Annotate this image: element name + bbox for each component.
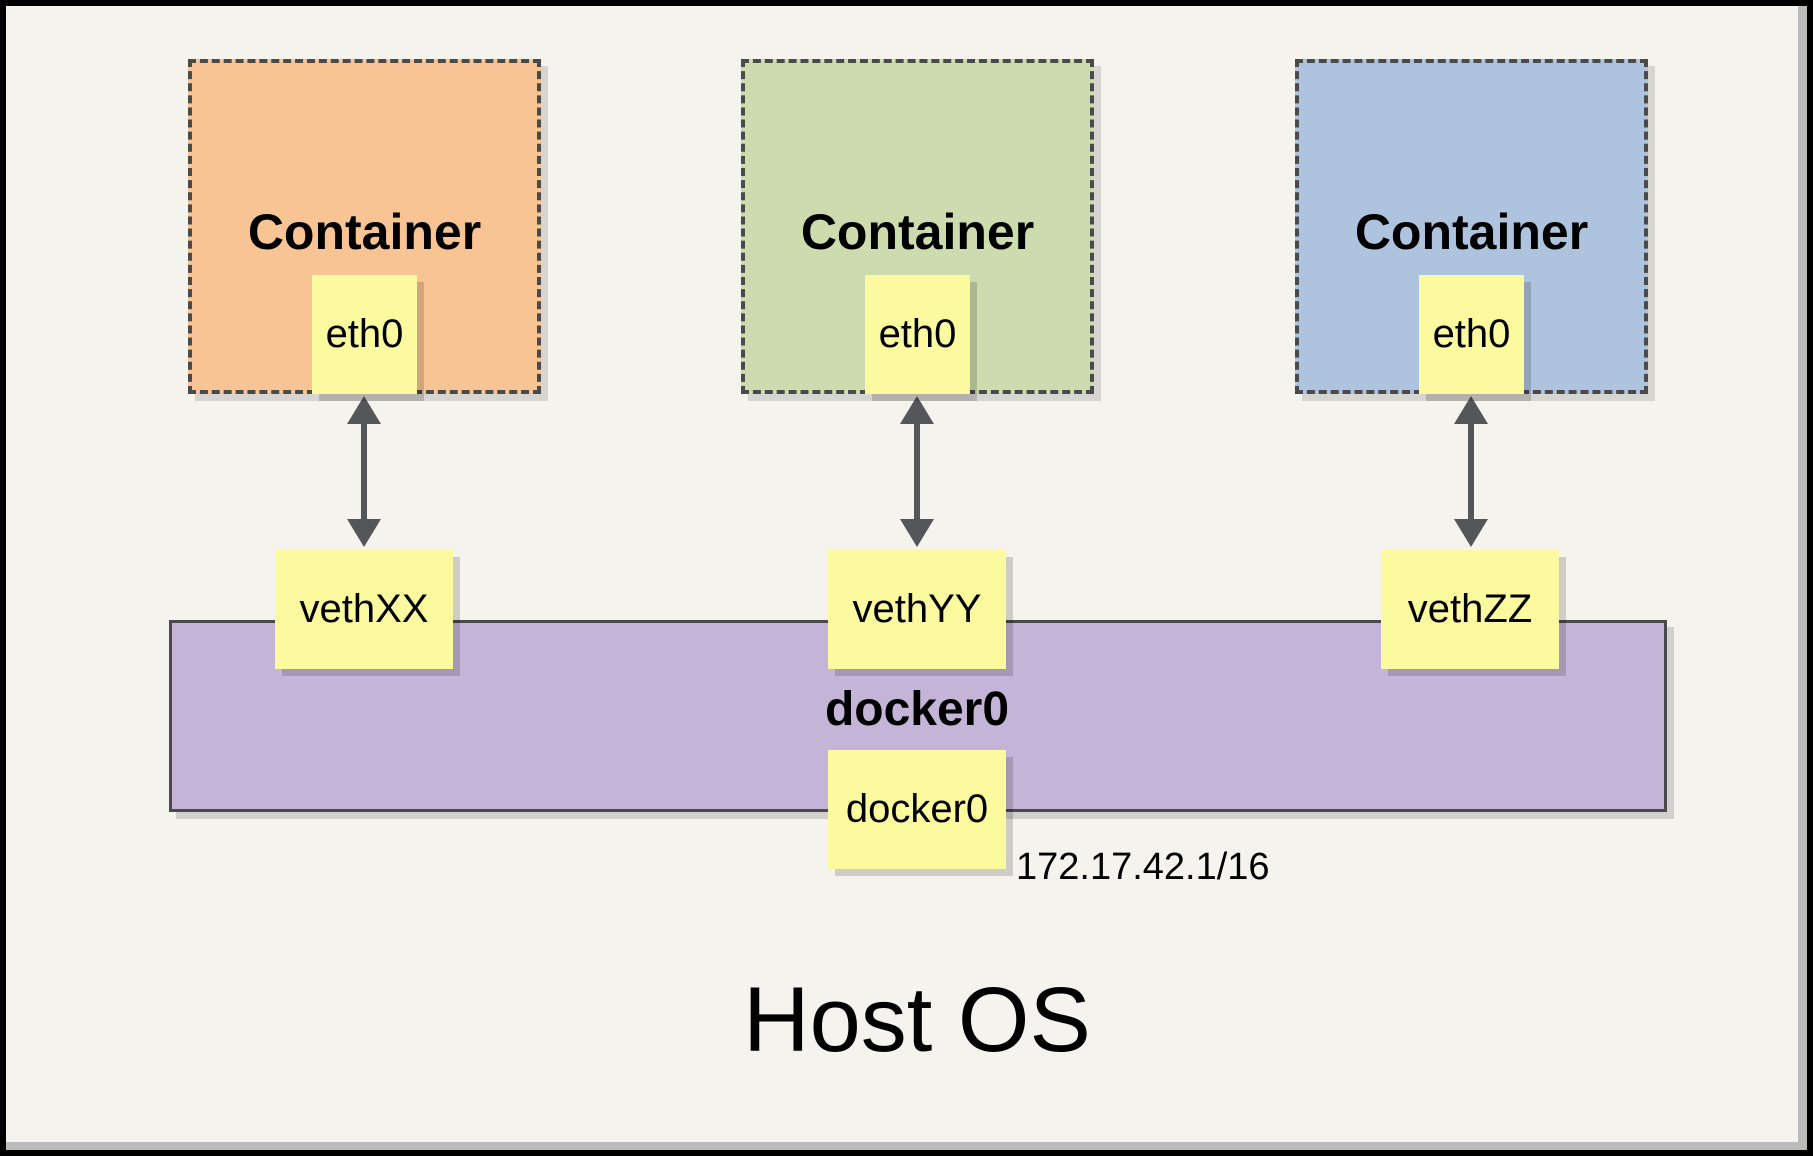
eth0-interface-box-1: eth0: [312, 275, 417, 394]
arrowhead-down-icon: [347, 519, 381, 547]
container-title: Container: [247, 204, 482, 260]
arrowhead-down-icon: [1454, 519, 1488, 547]
eth0-interface-label: eth0: [878, 312, 957, 356]
veth-interface-box-2: vethYY: [828, 550, 1006, 669]
arrow-shaft: [914, 424, 920, 519]
container-title: Container: [1354, 204, 1589, 260]
arrowhead-up-icon: [1454, 396, 1488, 424]
docker0-bridge-label: docker0: [824, 683, 1010, 736]
veth-interface-box-1: vethXX: [275, 550, 453, 669]
veth-interface-box-3: vethZZ: [1381, 550, 1559, 669]
arrowhead-up-icon: [347, 396, 381, 424]
arrow-shaft: [361, 424, 367, 519]
veth-connection-arrow-2: [900, 396, 934, 547]
eth0-interface-box-3: eth0: [1419, 275, 1524, 394]
host-os-label: Host OS: [743, 969, 1091, 1071]
docker0-interface-box: docker0: [828, 750, 1006, 869]
arrowhead-up-icon: [900, 396, 934, 424]
docker0-interface-label: docker0: [845, 787, 989, 831]
host-os-page: docker0 Container eth0 vethXX Container …: [6, 6, 1807, 1150]
bridge-ip-address: 172.17.42.1/16: [1016, 846, 1270, 888]
veth-connection-arrow-1: [347, 396, 381, 547]
veth-interface-label: vethXX: [299, 587, 429, 631]
arrowhead-down-icon: [900, 519, 934, 547]
veth-connection-arrow-3: [1454, 396, 1488, 547]
eth0-interface-label: eth0: [1432, 312, 1511, 356]
eth0-interface-label: eth0: [325, 312, 404, 356]
veth-interface-label: vethYY: [852, 587, 982, 631]
eth0-interface-box-2: eth0: [865, 275, 970, 394]
container-title: Container: [800, 204, 1035, 260]
veth-interface-label: vethZZ: [1407, 587, 1533, 631]
arrow-shaft: [1468, 424, 1474, 519]
